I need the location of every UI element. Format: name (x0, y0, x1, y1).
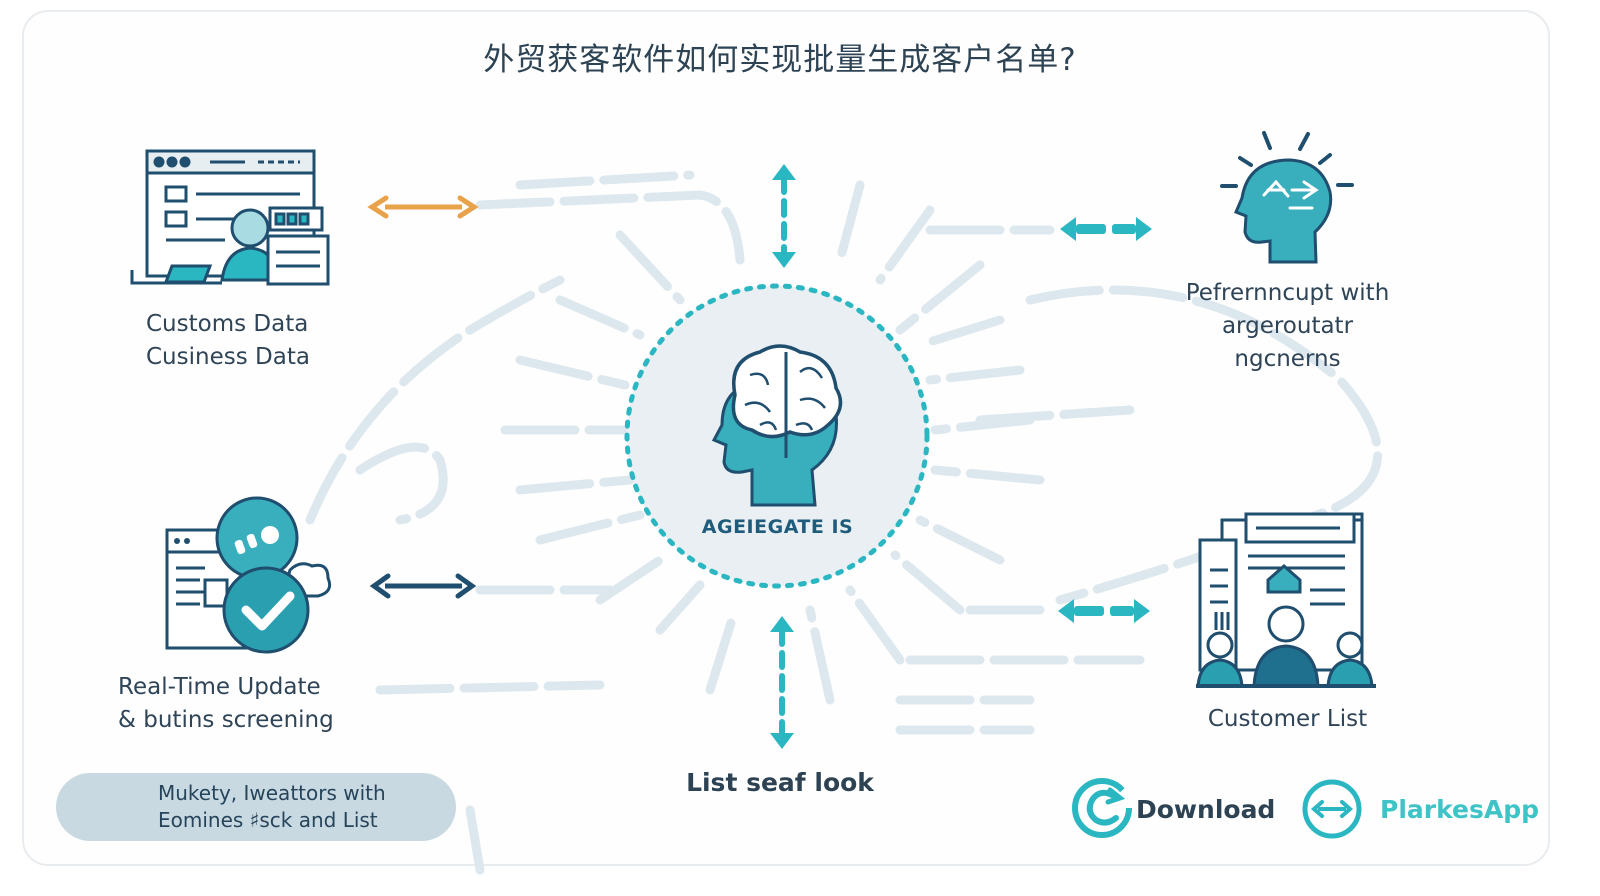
customer-list-icon (1196, 512, 1376, 688)
bottom-center-label: List seaf look (686, 768, 874, 797)
download-icon[interactable] (1072, 778, 1132, 838)
real-time-update-line-2: & butins screening (118, 707, 334, 733)
customer-list-label: Customer List (1170, 703, 1405, 736)
background-flow-lines (305, 170, 1382, 875)
brain-head-icon (711, 344, 843, 507)
app-button[interactable]: PlarkesApp (1380, 795, 1540, 824)
customs-data-line-2: Cusiness Data (146, 344, 310, 370)
real-time-update-label: Real-Time Update & butins screening (118, 671, 334, 737)
bottom-vertical-arrow (770, 616, 794, 749)
customs-data-label: Customs Data Cusiness Data (146, 308, 310, 374)
bottom-left-arrow (369, 573, 477, 599)
customs-data-icon (130, 149, 330, 286)
info-pill[interactable] (56, 773, 456, 841)
top-left-arrow (367, 195, 479, 219)
idea-head-icon (1220, 131, 1354, 264)
real-time-update-line-1: Real-Time Update (118, 674, 321, 700)
center-hub-label: AGEIEGATE IS (701, 516, 854, 538)
page-title: 外贸获客软件如何实现批量生成客户名单? (483, 42, 1077, 78)
top-right-arrow (1060, 217, 1152, 241)
insight-line-3: ngcnerns (1234, 346, 1341, 372)
info-pill-line-1: Mukety, Iweattors with (158, 781, 386, 805)
insight-line-1: Pefrernncupt with (1185, 280, 1390, 306)
top-vertical-arrow (772, 164, 796, 268)
customs-data-line-1: Customs Data (146, 311, 309, 337)
info-pill-line-2: Eomines ♯sck and List (158, 808, 378, 832)
download-button[interactable]: Download (1136, 795, 1276, 824)
bottom-right-arrow (1058, 599, 1150, 623)
real-time-update-icon (165, 496, 332, 654)
insight-label: Pefrernncupt with argeroutatr ngcnerns (1160, 277, 1415, 376)
customer-list-line-1: Customer List (1207, 706, 1368, 732)
app-sync-icon[interactable] (1302, 779, 1362, 839)
insight-line-2: argeroutatr (1221, 313, 1354, 339)
info-pill-text: Mukety, Iweattors with Eomines ♯sck and … (158, 780, 386, 834)
